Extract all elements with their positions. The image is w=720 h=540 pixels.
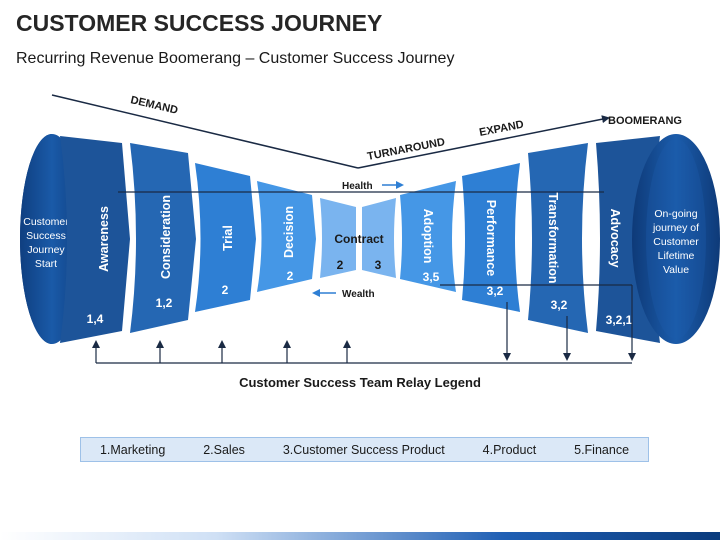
stage-performance [462, 163, 520, 312]
left-cylinder-line-3: Journey [27, 244, 65, 256]
stage-num-decision: 2 [287, 269, 294, 283]
stage-num-adoption: 3,5 [423, 270, 440, 284]
right-cylinder-line-5: Value [663, 264, 689, 276]
contract-label: Contract [334, 232, 383, 246]
right-cylinder: On-going journey of Customer Lifetime Va… [632, 134, 720, 344]
page-subtitle: Recurring Revenue Boomerang – Customer S… [16, 50, 455, 67]
stage-consideration [130, 143, 196, 333]
demand-label: DEMAND [129, 94, 179, 117]
legend-item-customer-success-product: 3.Customer Success Product [282, 442, 445, 457]
stage-label-transformation: Transformation [546, 193, 560, 284]
stage-num-awareness: 1,4 [87, 312, 104, 326]
stage-label-advocacy: Advocacy [608, 208, 622, 267]
stage-adoption [400, 181, 456, 292]
legend-item-product: 4.Product [482, 442, 537, 457]
stage-label-consideration: Consideration [159, 195, 173, 279]
stage-num-advocacy: 3,2,1 [606, 313, 633, 327]
stage-label-decision: Decision [282, 206, 296, 258]
contract-right-num: 3 [375, 258, 382, 272]
stage-label-performance: Performance [484, 200, 498, 276]
stage-awareness [60, 136, 130, 343]
demand-arrow-line [51, 94, 359, 169]
stage-trial [195, 163, 256, 312]
wealth-label: Wealth [342, 289, 375, 300]
stage-decision [257, 181, 316, 292]
legend-item-marketing: 1.Marketing [99, 442, 166, 457]
contract-left-num: 2 [337, 258, 344, 272]
stage-num-trial: 2 [222, 283, 229, 297]
stage-num-consideration: 1,2 [156, 296, 173, 310]
right-cylinder-line-1: On-going [654, 208, 697, 220]
relay-legend-title: Customer Success Team Relay Legend [239, 375, 481, 390]
legend-item-sales: 2.Sales [203, 442, 245, 457]
stage-contract-left [320, 198, 356, 278]
stage-label-awareness: Awareness [97, 206, 111, 272]
legend-box: 1.Marketing 2.Sales 3.Customer Success P… [80, 437, 649, 462]
stage-num-performance: 3,2 [487, 284, 504, 298]
left-cylinder-line-4: Start [35, 258, 57, 270]
legend-item-finance: 5.Finance [574, 442, 630, 457]
left-cylinder-line-1: Customer [23, 216, 69, 228]
page-title: CUSTOMER SUCCESS JOURNEY [16, 10, 383, 36]
expand-arrow-line [357, 115, 610, 169]
boomerang-label: BOOMERANG [608, 115, 682, 127]
bottom-accent-bar [0, 532, 720, 540]
health-label: Health [342, 181, 373, 192]
stage-contract-right [362, 198, 396, 278]
left-cylinder-line-2: Success [26, 230, 66, 242]
right-cylinder-line-4: Lifetime [658, 250, 695, 262]
right-cylinder-line-3: Customer [653, 236, 699, 248]
stage-label-trial: Trial [221, 225, 235, 251]
stage-label-adoption: Adoption [421, 209, 435, 264]
right-cylinder-line-2: journey of [652, 222, 699, 234]
stage-num-transformation: 3,2 [551, 298, 568, 312]
